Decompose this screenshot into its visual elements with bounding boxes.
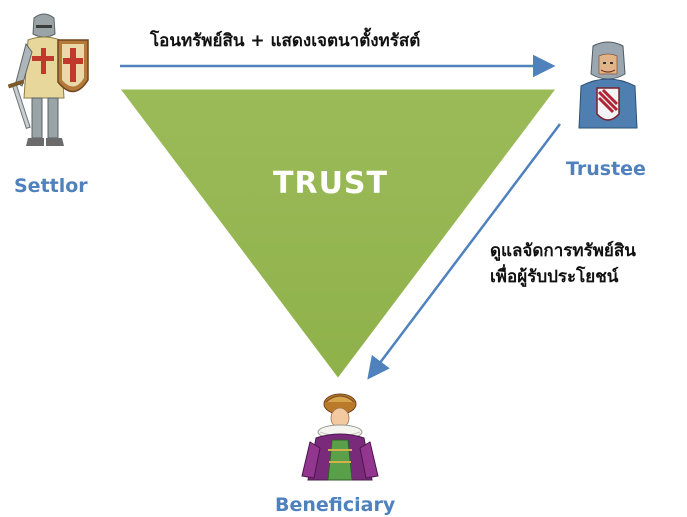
trustee-to-beneficiary-label-line2: เพื่อผู้รับประโยชน์ bbox=[490, 267, 619, 287]
settlor-label: Settlor bbox=[14, 175, 88, 197]
settlor-to-trustee-label: โอนทรัพย์สิน + แสดงเจตนาตั้งทรัสต์ bbox=[150, 31, 421, 51]
noblewoman-icon bbox=[301, 393, 379, 481]
trustee-label: Trustee bbox=[566, 158, 646, 180]
trustee-to-beneficiary-label-line1: ดูแลจัดการทรัพย์สิน bbox=[490, 241, 636, 261]
beneficiary-label: Beneficiary bbox=[275, 494, 396, 516]
arrow-trustee-to-beneficiary bbox=[367, 123, 561, 380]
armored-knight-icon bbox=[578, 41, 638, 129]
trust-label: TRUST bbox=[273, 166, 388, 201]
crusader-knight-icon bbox=[8, 13, 89, 146]
trust-triangle bbox=[114, 86, 562, 383]
